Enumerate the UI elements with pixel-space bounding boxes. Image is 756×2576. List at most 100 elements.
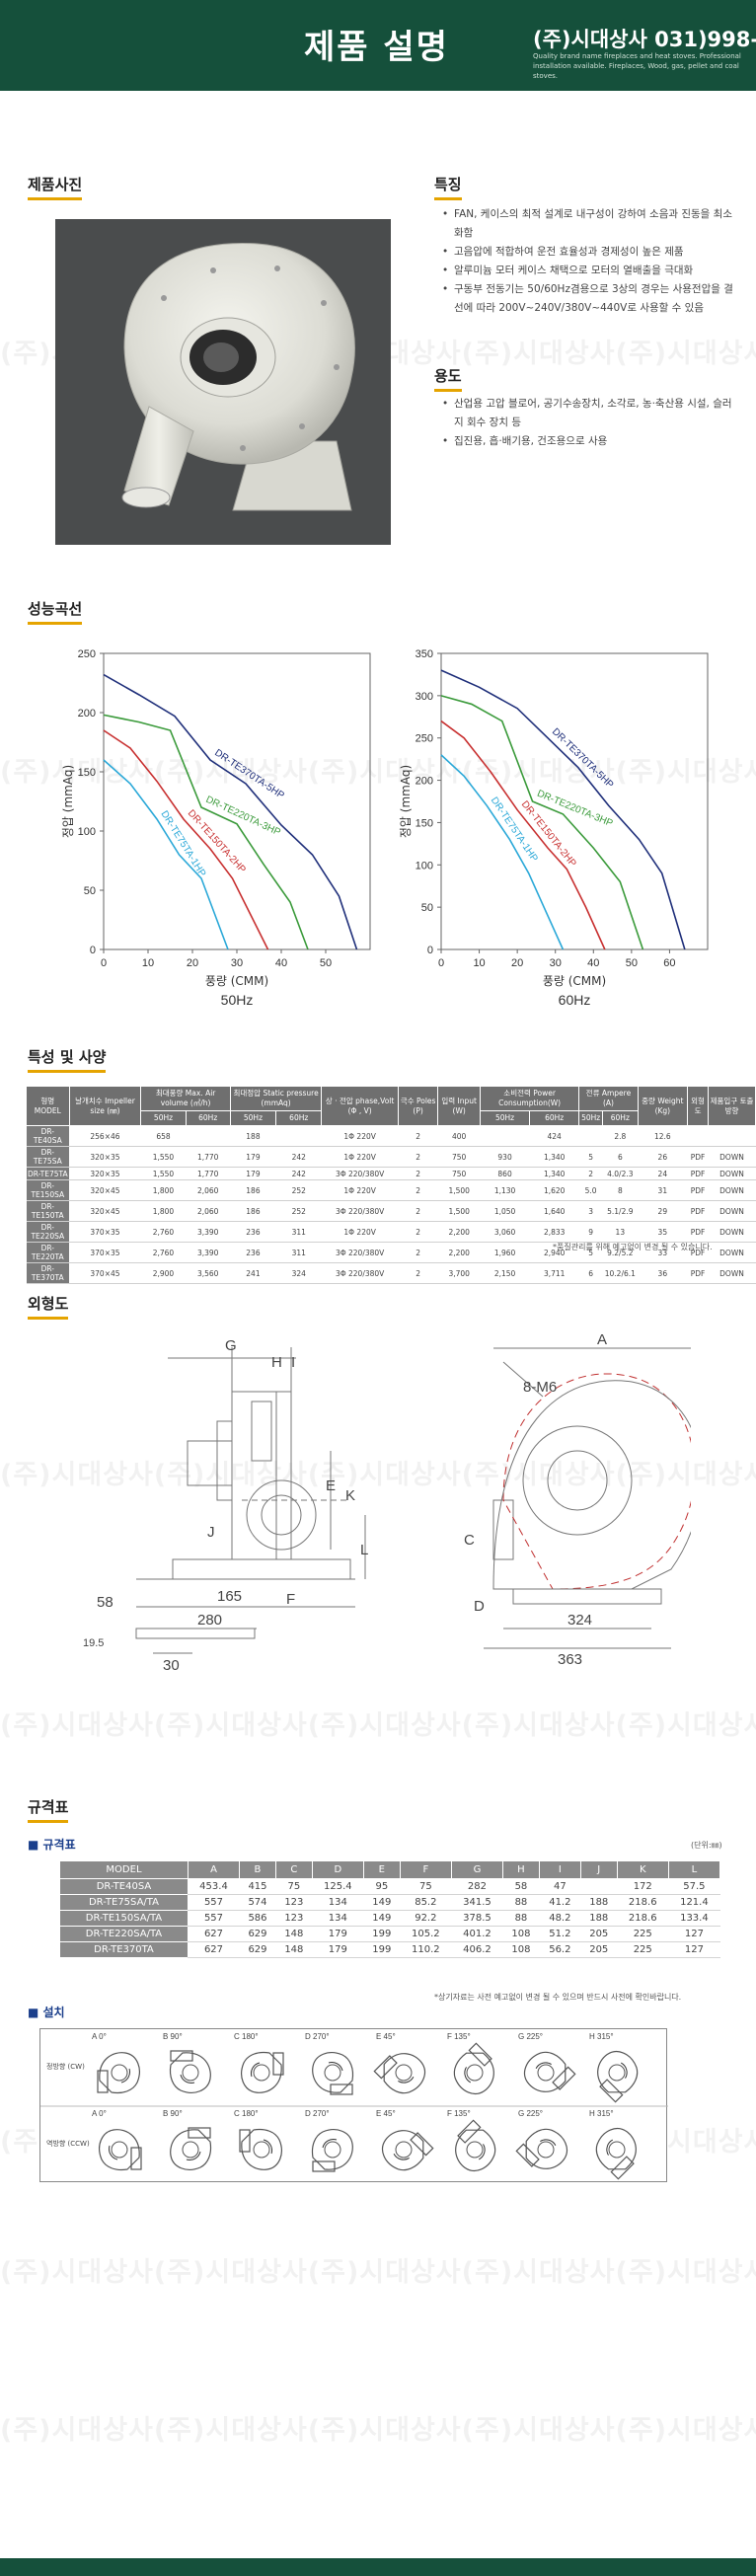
dim-cell: 557	[188, 1910, 240, 1927]
dim-cell: 401.2	[451, 1926, 503, 1942]
spec-cell: 1Φ 220V	[321, 1221, 399, 1243]
outline-title: 외형도	[28, 1293, 69, 1320]
spec-cell: 3,390	[186, 1242, 231, 1263]
y-axis-label: 정압 (mmAq)	[399, 765, 413, 838]
spec-cell: 2	[398, 1146, 438, 1168]
drawing-link[interactable]: PDF	[687, 1200, 709, 1222]
dim-cell: 179	[312, 1941, 364, 1958]
spec-cell: 5	[578, 1242, 603, 1263]
spec-cell: 1,550	[140, 1167, 187, 1180]
direction-link[interactable]: DOWN	[708, 1262, 756, 1284]
drawing-link[interactable]: PDF	[687, 1146, 709, 1168]
spec-cell: 750	[437, 1146, 481, 1168]
spec-cell: 256×46	[69, 1125, 141, 1147]
dim-g: G	[225, 1337, 237, 1354]
y-tick-label: 100	[416, 860, 433, 871]
col-hz: 60Hz	[185, 1110, 231, 1126]
col-input: 입력 Input (W)	[437, 1086, 482, 1126]
direction-link[interactable]: DOWN	[708, 1242, 756, 1263]
col-drawing: 외형도	[687, 1086, 710, 1126]
col-direction: 제품입구 토출방향	[708, 1086, 756, 1126]
drawing-link[interactable]: PDF	[687, 1221, 709, 1243]
dim-cell: 218.6	[617, 1910, 669, 1927]
col-phase: 상 · 전압 phase,Volt (Φ , V)	[321, 1086, 399, 1126]
features-title: 특징	[434, 174, 462, 200]
chart-title: 50Hz	[221, 992, 254, 1007]
spec-cell: DR-TE370TA	[26, 1262, 70, 1284]
direction-link[interactable]: DOWN	[708, 1146, 756, 1168]
performance-title: 성능곡선	[28, 598, 83, 625]
drawing-link[interactable]: PDF	[687, 1179, 709, 1201]
install-fan-icon	[524, 2051, 576, 2092]
dim-a: A	[597, 1332, 607, 1348]
dim-cell: 88	[502, 1894, 540, 1911]
watermark: (주)시대상사(주)시대상사(주)시대상사(주)시대상사(주)시대상사(주)시대…	[0, 757, 756, 788]
install-fan-icon	[97, 2052, 140, 2094]
spec-cell: 370×35	[69, 1242, 141, 1263]
angle-label: F 135°	[447, 2109, 471, 2118]
y-tick-label: 250	[416, 733, 433, 745]
direction-link[interactable]: DOWN	[708, 1221, 756, 1243]
angle-label: A 0°	[92, 2109, 107, 2118]
spec-cell: DR-TE75SA	[26, 1146, 70, 1168]
dim-cell: 133.4	[668, 1910, 720, 1927]
spec-cell: 9.2/5.2	[602, 1242, 639, 1263]
spec-cell: 1,550	[140, 1146, 187, 1168]
angle-label: G 225°	[518, 2032, 543, 2041]
direction-link[interactable]: DOWN	[708, 1167, 756, 1180]
install-fan-icon	[311, 2129, 353, 2172]
install-fan-icon	[312, 2052, 354, 2095]
spec-cell: 320×45	[69, 1200, 141, 1222]
dim-cell: 85.2	[400, 1894, 452, 1911]
angle-label: B 90°	[163, 2032, 183, 2041]
dim-165: 165	[217, 1588, 242, 1605]
spec-cell: 3,700	[437, 1262, 481, 1284]
dim-cell: 88	[502, 1910, 540, 1927]
dim-d: D	[474, 1598, 485, 1615]
header-bar: 제품 설명 (주)시대상사 031)998-0900 Quality brand…	[0, 0, 756, 91]
dim-cell: 149	[363, 1910, 401, 1927]
spec-cell: 2	[398, 1200, 438, 1222]
dimension-note: *상기자료는 사전 예고없이 변경 될 수 있으며 반드시 사전에 확인바랍니다…	[434, 1993, 682, 2002]
feature-item: 고음압에 적합하여 운전 효율성과 경제성이 높은 제품	[442, 243, 738, 262]
install-fan-icon	[169, 2050, 211, 2093]
photo-section-title: 제품사진	[28, 174, 83, 200]
dim-col-header: MODEL	[59, 1860, 189, 1879]
direction-link[interactable]: DOWN	[708, 1200, 756, 1222]
y-tick-label: 50	[84, 885, 96, 897]
dim-cell: 627	[188, 1941, 240, 1958]
dim-f: F	[286, 1591, 295, 1608]
dim-cell: 47	[539, 1878, 581, 1895]
dim-cell: 218.6	[617, 1894, 669, 1911]
direction-link[interactable]: DOWN	[708, 1179, 756, 1201]
series-line	[103, 729, 269, 950]
dim-cell: 415	[239, 1878, 276, 1895]
spec-cell: 2,060	[186, 1179, 231, 1201]
dim-cell: 557	[188, 1894, 240, 1911]
spec-cell: 658	[140, 1125, 187, 1147]
series-line	[103, 759, 229, 950]
spec-cell: 400	[437, 1125, 481, 1147]
spec-note: *품질관리를 위해 예고없이 변경 될 수 있습니다.	[553, 1243, 713, 1251]
dim-324: 324	[567, 1612, 592, 1629]
install-fan-icon	[382, 2130, 434, 2171]
drawing-link[interactable]: PDF	[687, 1167, 709, 1180]
spec-cell: 236	[230, 1221, 276, 1243]
spec-cell: 252	[275, 1200, 322, 1222]
install-fan-icon	[455, 2119, 496, 2171]
dim-cell: 127	[668, 1941, 720, 1958]
drawing-link[interactable]: PDF	[687, 1262, 709, 1284]
spec-cell: 2,200	[437, 1242, 481, 1263]
ccw-label: 역방향 (CCW)	[46, 2139, 90, 2148]
dim-cell: 134	[312, 1894, 364, 1911]
dim-e: E	[326, 1477, 336, 1494]
spec-cell: 2,760	[140, 1242, 187, 1263]
drawing-link[interactable]: PDF	[687, 1242, 709, 1263]
x-tick-label: 40	[275, 957, 287, 969]
dim-cell: 188	[580, 1894, 618, 1911]
spec-cell: 2,060	[186, 1200, 231, 1222]
